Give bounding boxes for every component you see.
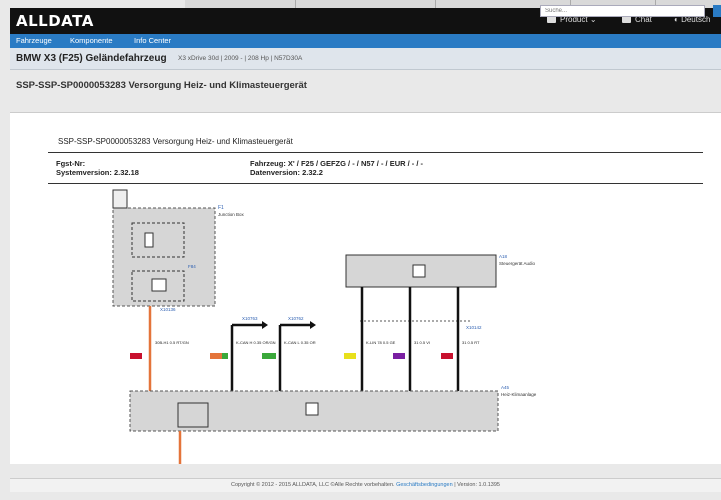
wiring-document: SSP-SSP-SP0000053283 Versorgung Heiz- un… <box>10 112 721 465</box>
vehicle-bar: BMW X3 (F25) Geländefahrzeug X3 xDrive 3… <box>10 48 721 70</box>
relay-block <box>131 270 185 302</box>
vehicle-title: BMW X3 (F25) Geländefahrzeug <box>16 53 167 64</box>
junction-box-tab <box>112 189 128 209</box>
wire-6-label: 31 0.5 RT <box>462 340 480 345</box>
copyright-text: Copyright © 2012 - 2015 ALLDATA, LLC ©Al… <box>231 482 395 488</box>
vehicle-subtitle: X3 xDrive 30d | 2009 - | 208 Hp | N57D30… <box>178 55 303 62</box>
wiring-diagram: F1 Junction Box F84 X10136 30B-H1 0.5 RT… <box>112 189 537 465</box>
wire-color-swatch <box>441 353 453 359</box>
fgst-label: Fgst-Nr: <box>56 159 86 168</box>
footer: Copyright © 2012 - 2015 ALLDATA, LLC ©Al… <box>10 478 721 492</box>
junction-box-ref: F1 <box>218 205 224 211</box>
globe-icon: ◐ <box>674 15 679 24</box>
relay-icon <box>151 278 167 292</box>
wire-2-label: K-CAN H 0.35 OR/GN <box>236 340 276 345</box>
connector-b-label: X10763 <box>242 316 258 321</box>
divider <box>48 152 703 153</box>
chevron-down-icon: ⌄ <box>589 15 597 24</box>
wire-3-label: K-CAN L 0.35 OR <box>284 340 316 345</box>
product-menu[interactable]: Product ⌄ <box>547 15 597 24</box>
wire-color-swatch <box>393 353 405 359</box>
divider <box>48 183 703 184</box>
page-title: SSP-SSP-SP0000053283 Versorgung Heiz- un… <box>16 80 307 91</box>
search-button[interactable] <box>713 5 721 17</box>
heater-ref: A45 <box>501 385 510 390</box>
document-title: SSP-SSP-SP0000053283 Versorgung Heiz- un… <box>58 137 293 146</box>
vehicle-info: Fahrzeug: X' / F25 / GEFZG / - / N57 / -… <box>250 159 424 168</box>
arrow-right-icon <box>310 321 316 329</box>
wire-color-swatch <box>222 353 228 359</box>
product-label: Product <box>560 15 588 24</box>
scroll-area <box>10 464 721 478</box>
connector-d-label: X10142 <box>466 325 482 330</box>
wire-color-swatch <box>344 353 356 359</box>
product-icon <box>547 16 556 23</box>
fuse-block <box>131 222 185 258</box>
language-button[interactable]: ◐ Deutsch <box>674 15 710 24</box>
wire-color-swatch <box>210 353 222 359</box>
nav-item-fahrzeuge[interactable]: Fahrzeuge <box>16 36 52 45</box>
wire-color-swatch <box>262 353 276 359</box>
heater-label: Heiz-Klimaanlage <box>501 392 537 397</box>
control-unit-ref: A18 <box>499 254 508 259</box>
chat-label: Chat <box>635 15 652 24</box>
version-text: | Version: 1.0.1395 <box>454 482 500 488</box>
arrow-right-icon <box>262 321 268 329</box>
fuse-label: F84 <box>188 264 196 269</box>
nav-bar: Fahrzeuge Komponente Info Center <box>10 34 721 48</box>
language-label: Deutsch <box>681 15 711 24</box>
connector-c-label: X10762 <box>288 316 304 321</box>
wire-5-label: 31 0.5 VI <box>414 340 430 345</box>
data-version: Datenversion: 2.32.2 <box>250 168 323 177</box>
chat-icon <box>622 16 631 23</box>
nav-item-komponente[interactable]: Komponente <box>70 36 113 45</box>
junction-box-label: Junction Box <box>218 212 245 217</box>
chat-button[interactable]: Chat <box>622 15 652 24</box>
wire-1-label: 30B-H1 0.5 RT/GN <box>155 340 189 345</box>
fuse-icon <box>144 232 154 248</box>
system-version: Systemversion: 2.32.18 <box>56 168 139 177</box>
module-icon <box>305 402 319 416</box>
module-icon <box>412 264 426 278</box>
wire-4-label: K-LIN 78 0.5 GE <box>366 340 396 345</box>
control-unit-label: Steuergerät Audio <box>499 261 536 266</box>
connector-a-label: X10136 <box>160 307 176 312</box>
nav-item-info-center[interactable]: Info Center <box>134 36 172 45</box>
wire-color-swatch <box>130 353 142 359</box>
search-input[interactable] <box>540 5 705 17</box>
alldata-logo: ALLDATA <box>16 12 94 30</box>
terms-link[interactable]: Geschäftsbedingungen <box>396 482 453 488</box>
internal-circuit <box>177 402 209 428</box>
